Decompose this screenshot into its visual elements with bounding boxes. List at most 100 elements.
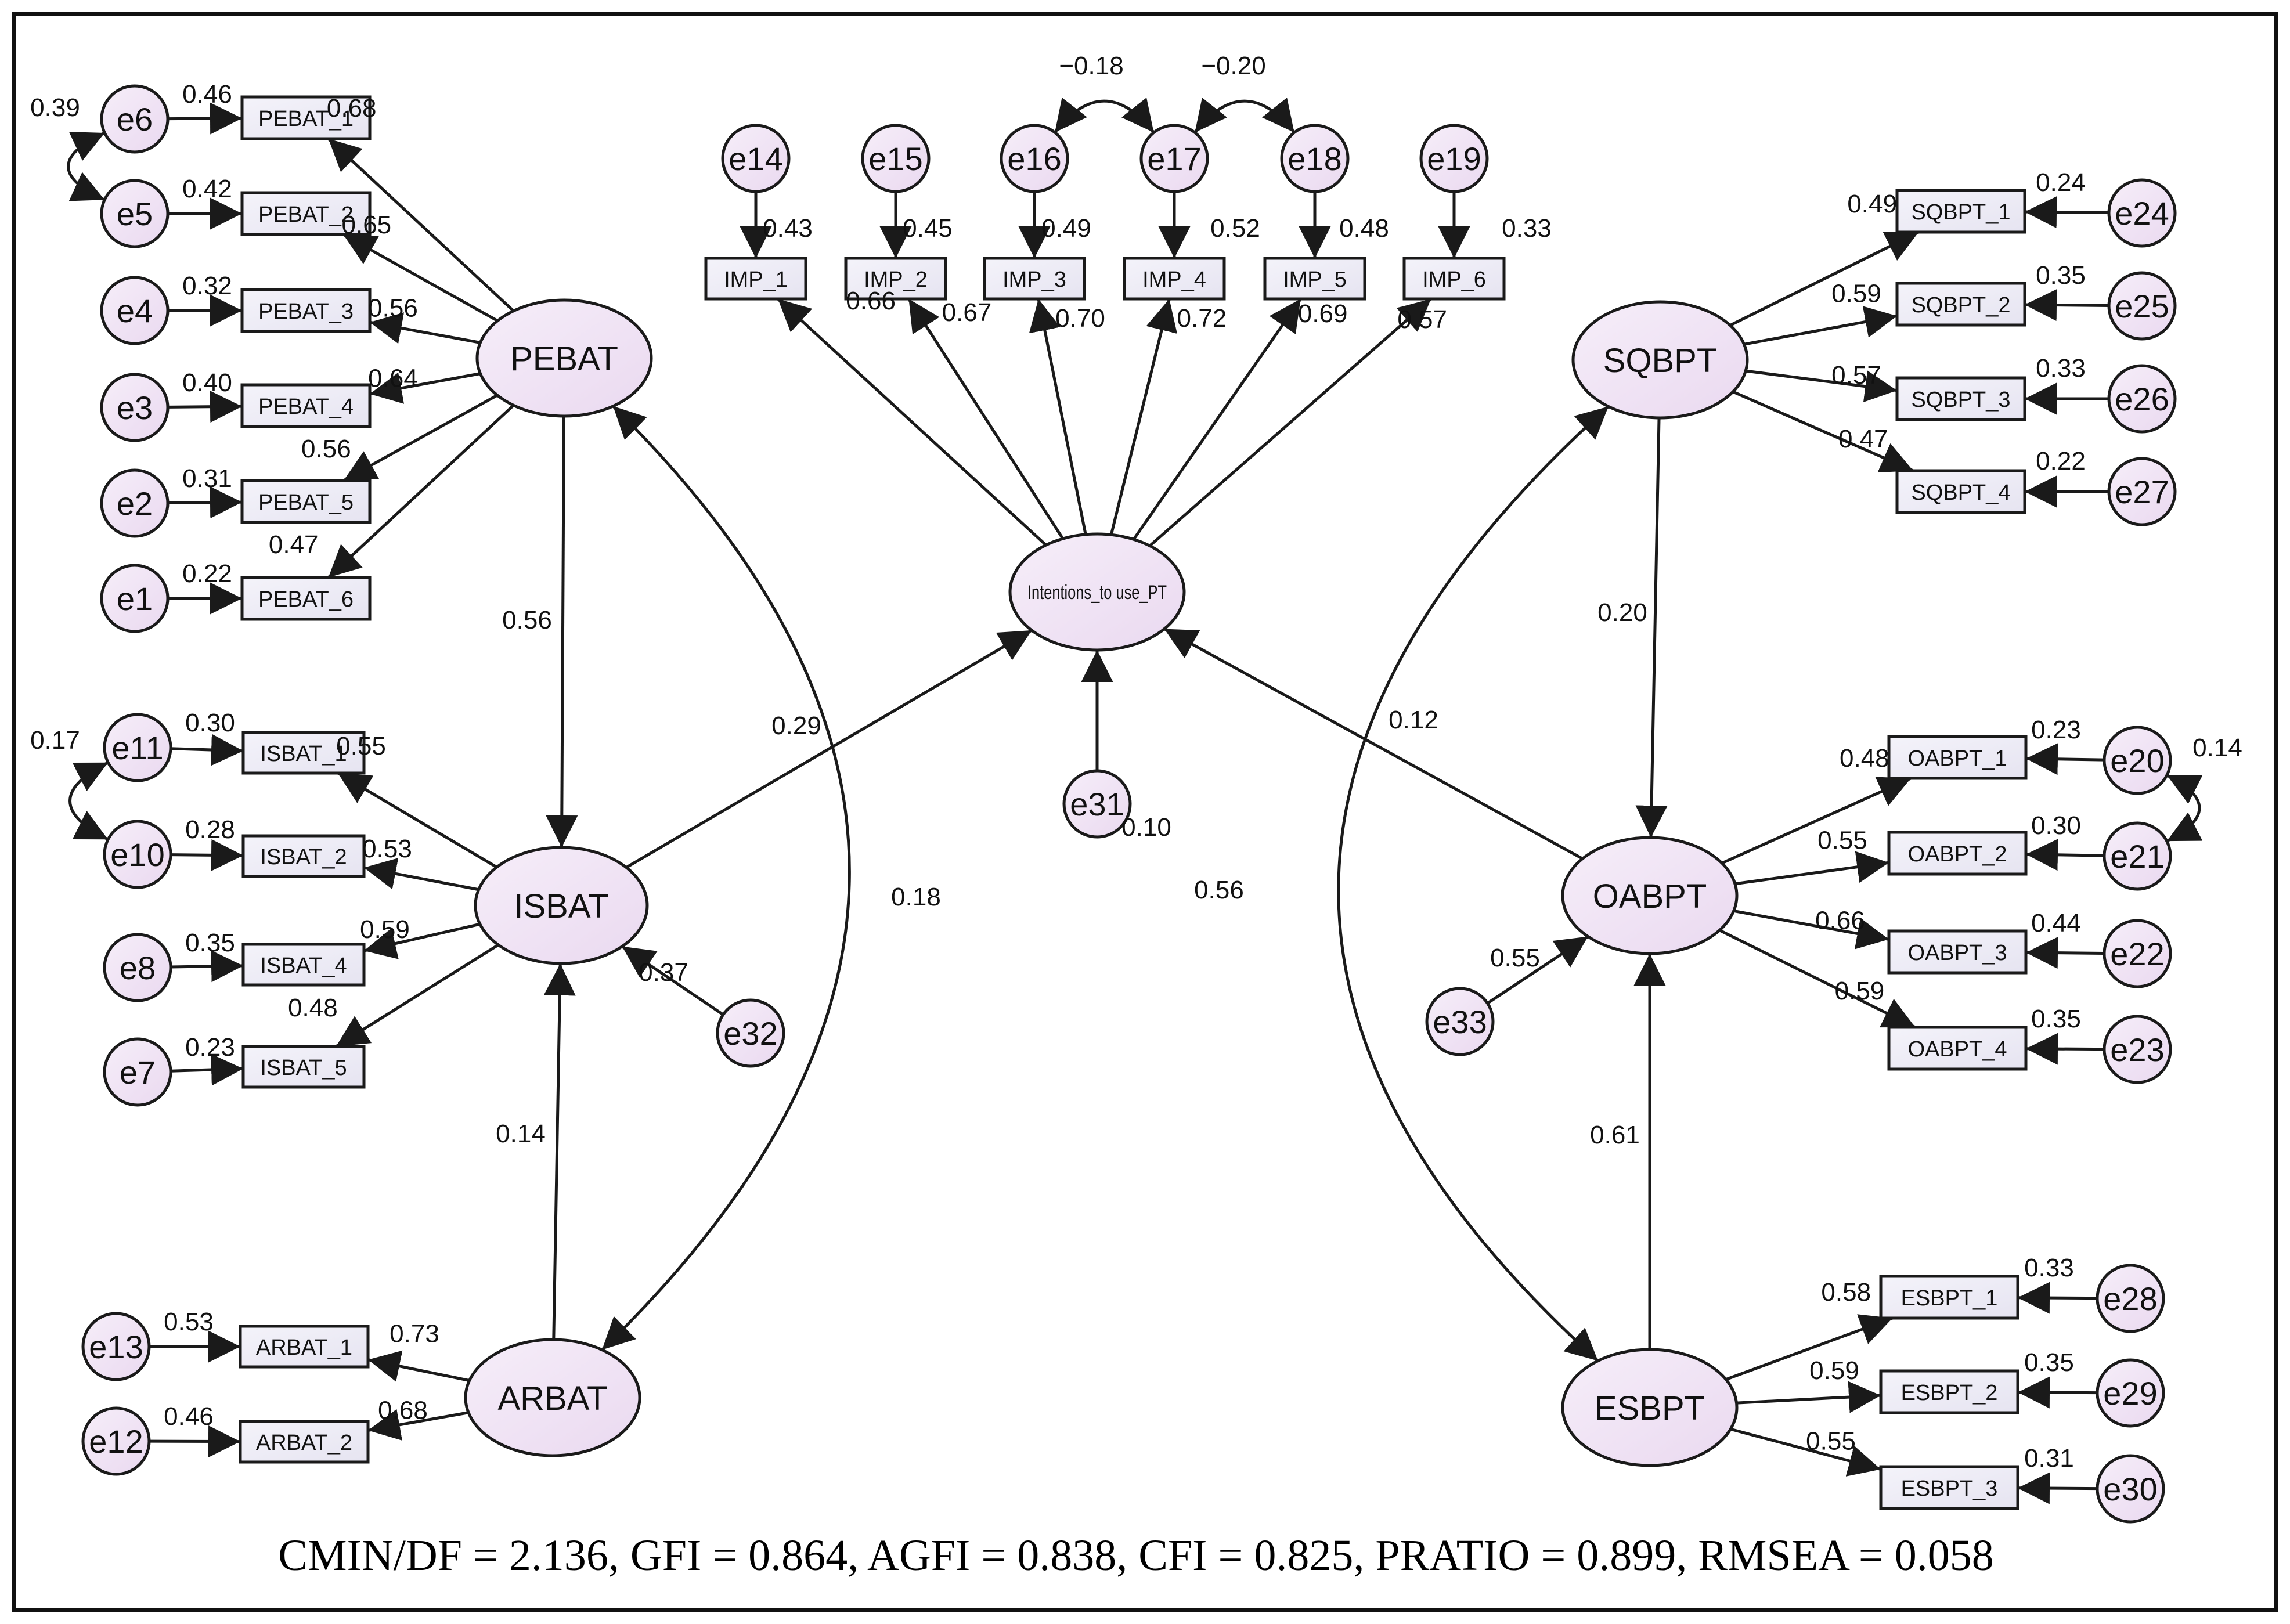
error-node-e2[interactable]: e2: [100, 468, 170, 538]
error-node-e20[interactable]: e20: [2103, 726, 2172, 795]
error-node-e8[interactable]: e8: [103, 933, 172, 1002]
error-node-e3[interactable]: e3: [100, 373, 170, 442]
error-label-e4: e4: [117, 293, 153, 329]
latent-node-arbat[interactable]: ARBAT: [464, 1338, 641, 1457]
indicator-box-pebat-4[interactable]: PEBAT_4: [240, 383, 372, 428]
error-node-e6[interactable]: e6: [100, 84, 170, 154]
error-node-e11[interactable]: e11: [103, 713, 172, 782]
loading-label-pebat-4: 0.64: [368, 365, 418, 393]
indicator-box-isbat-2[interactable]: ISBAT_2: [241, 834, 366, 878]
r2-label-e18: 0.48: [1339, 214, 1389, 243]
indicator-box-oabpt-2[interactable]: OABPT_2: [1887, 831, 2028, 876]
indicator-label-imp-1: IMP_1: [724, 268, 788, 292]
loading-arrow-pebat-3: [369, 312, 481, 344]
covariance-curve-e17-e18: [1193, 98, 1296, 133]
indicator-box-esbpt-1[interactable]: ESBPT_1: [1879, 1275, 2019, 1320]
error-node-e28[interactable]: e28: [2096, 1264, 2165, 1333]
error-node-e15[interactable]: e15: [861, 124, 931, 193]
error-node-e21[interactable]: e21: [2103, 821, 2172, 891]
loading-label-arbat-2: 0.68: [378, 1396, 428, 1424]
indicator-box-pebat-1[interactable]: PEBAT_1: [240, 95, 372, 140]
indicator-box-sqbpt-4[interactable]: SQBPT_4: [1895, 469, 2026, 514]
latent-node-int[interactable]: Intentions_to use_PT: [1008, 532, 1186, 652]
indicator-box-pebat-5[interactable]: PEBAT_5: [240, 479, 372, 524]
error-node-e1[interactable]: e1: [100, 564, 170, 633]
error-node-e10[interactable]: e10: [103, 820, 172, 889]
error-label-e17: e17: [1147, 140, 1201, 177]
error-node-e22[interactable]: e22: [2103, 919, 2172, 988]
error-node-e12[interactable]: e12: [81, 1406, 151, 1476]
loading-label-pebat-2: 0.65: [342, 211, 392, 239]
error-node-e17[interactable]: e17: [1139, 124, 1209, 193]
indicator-box-sqbpt-3[interactable]: SQBPT_3: [1895, 376, 2026, 421]
error-node-e5[interactable]: e5: [100, 179, 170, 248]
error-node-e29[interactable]: e29: [2096, 1358, 2165, 1428]
error-node-e30[interactable]: e30: [2096, 1454, 2165, 1524]
error-node-e13[interactable]: e13: [81, 1312, 151, 1381]
error-node-e23[interactable]: e23: [2103, 1015, 2172, 1084]
loading-label-pebat-6: 0.47: [269, 530, 319, 559]
error-node-e14[interactable]: e14: [721, 124, 791, 193]
error-node-e4[interactable]: e4: [100, 276, 170, 345]
loading-arrow-oabpt-1: [1721, 777, 1912, 865]
indicator-box-oabpt-3[interactable]: OABPT_3: [1887, 929, 2028, 975]
loading-label-oabpt-3: 0.66: [1815, 906, 1865, 934]
indicator-box-pebat-3[interactable]: PEBAT_3: [240, 288, 372, 333]
r2-label-e11: 0.30: [185, 709, 235, 737]
indicator-label-pebat-2: PEBAT_2: [258, 203, 354, 227]
nodes-layer: PEBAT ISBAT ARBAT Intentions_to use_PT SQBPT…: [81, 84, 2177, 1524]
indicator-box-imp-4[interactable]: IMP_4: [1123, 257, 1226, 301]
indicator-box-imp-5[interactable]: IMP_5: [1263, 257, 1366, 301]
error-node-e18[interactable]: e18: [1280, 124, 1350, 193]
error-node-e24[interactable]: e24: [2107, 178, 2177, 248]
indicator-box-oabpt-4[interactable]: OABPT_4: [1887, 1026, 2028, 1071]
error-arrow-e7: [170, 1053, 244, 1086]
indicator-box-pebat-6[interactable]: PEBAT_6: [240, 576, 372, 621]
latent-node-pebat[interactable]: PEBAT: [475, 298, 653, 418]
indicator-box-arbat-1[interactable]: ARBAT_1: [239, 1325, 370, 1369]
latent-label-pebat: PEBAT: [510, 340, 618, 378]
indicator-box-imp-3[interactable]: IMP_3: [983, 257, 1086, 301]
error-node-e27[interactable]: e27: [2107, 457, 2177, 526]
latent-node-oabpt[interactable]: OABPT: [1561, 836, 1739, 955]
error-node-e31[interactable]: e31: [1062, 769, 1132, 839]
error-node-e33[interactable]: e33: [1425, 987, 1495, 1056]
covariance-label-e20-e21: 0.14: [2192, 734, 2242, 762]
error-node-e19[interactable]: e19: [1419, 124, 1489, 193]
loading-arrow-arbat-2: [367, 1409, 469, 1441]
indicator-box-isbat-4[interactable]: ISBAT_4: [241, 943, 366, 987]
indicator-box-esbpt-3[interactable]: ESBPT_3: [1879, 1465, 2019, 1510]
covariance-label-e16-e17: −0.18: [1059, 52, 1123, 80]
indicator-box-arbat-2[interactable]: ARBAT_2: [239, 1420, 370, 1464]
r2-label-e29: 0.35: [2024, 1348, 2074, 1377]
r2-label-e2: 0.31: [182, 464, 232, 493]
r2-label-e25: 0.35: [2036, 261, 2086, 290]
indicator-box-sqbpt-2[interactable]: SQBPT_2: [1895, 282, 2026, 327]
indicator-box-imp-2[interactable]: IMP_2: [844, 257, 947, 301]
error-node-e7[interactable]: e7: [103, 1037, 172, 1107]
indicator-box-isbat-5[interactable]: ISBAT_5: [241, 1045, 366, 1089]
indicator-box-oabpt-1[interactable]: OABPT_1: [1887, 735, 2028, 780]
indicator-label-isbat-2: ISBAT_2: [260, 845, 347, 869]
error-node-e32[interactable]: e32: [716, 998, 785, 1068]
error-arrow-e3: [167, 391, 243, 423]
latent-node-isbat[interactable]: ISBAT: [474, 846, 649, 965]
indicator-box-sqbpt-1[interactable]: SQBPT_1: [1895, 189, 2026, 234]
latent-node-sqbpt[interactable]: SQBPT: [1571, 300, 1749, 420]
r2-label-e1: 0.22: [182, 560, 232, 588]
path-label-oabpt-to-int: 0.12: [1389, 706, 1438, 734]
latent-node-esbpt[interactable]: ESBPT: [1561, 1348, 1739, 1467]
covariance-curve-e20-e21: [2166, 774, 2203, 843]
error-node-e26[interactable]: e26: [2107, 364, 2177, 434]
indicator-label-sqbpt-3: SQBPT_3: [1911, 388, 2010, 412]
r2-label-e8: 0.35: [185, 929, 235, 957]
indicator-box-isbat-1[interactable]: ISBAT_1: [241, 731, 366, 775]
indicator-box-esbpt-2[interactable]: ESBPT_2: [1879, 1369, 2019, 1414]
indicator-box-pebat-2[interactable]: PEBAT_2: [240, 191, 372, 236]
indicator-box-imp-6[interactable]: IMP_6: [1402, 257, 1506, 301]
error-node-e25[interactable]: e25: [2107, 271, 2177, 341]
r2-label-e23: 0.35: [2031, 1005, 2081, 1033]
error-node-e16[interactable]: e16: [1000, 124, 1069, 193]
latent-label-isbat: ISBAT: [514, 887, 608, 925]
indicator-box-imp-1[interactable]: IMP_1: [704, 257, 807, 301]
